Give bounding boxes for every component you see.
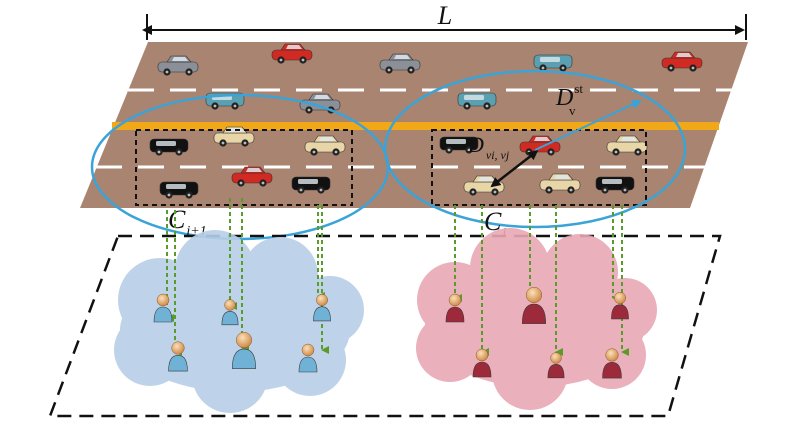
vehicle-icon — [457, 92, 497, 110]
vehicle-icon — [595, 176, 635, 194]
vehicle-icon — [159, 181, 199, 199]
vehicle-icon — [533, 54, 573, 72]
user-icon — [602, 348, 622, 379]
vehicle-icon — [271, 43, 313, 64]
users — [153, 286, 629, 379]
user-icon — [611, 292, 629, 320]
vehicle-icon — [539, 173, 581, 194]
user-icon — [153, 293, 173, 323]
social-links — [166, 198, 629, 356]
length-dimension — [142, 14, 747, 40]
cluster-ring-current — [383, 69, 687, 229]
vehicle-icon — [661, 51, 703, 72]
vehicle-icon — [291, 176, 331, 194]
vehicle-icon — [439, 136, 479, 154]
user-icon — [168, 341, 188, 372]
vehicle-group-right — [431, 129, 647, 206]
user-icon — [521, 286, 547, 324]
vehicle-icon — [157, 55, 199, 76]
vehicles — [149, 43, 703, 199]
vehicle-group-left — [135, 129, 353, 206]
user-icon — [445, 293, 465, 323]
user-icon — [231, 331, 257, 369]
vehicle-icon — [304, 135, 346, 156]
user-icon — [221, 299, 239, 326]
length-label: L — [437, 1, 452, 30]
vehicle-icon — [379, 53, 421, 74]
range-arrow — [534, 99, 642, 151]
distance-arrow — [490, 150, 539, 188]
vehicle-icon — [149, 138, 189, 156]
user-icon — [472, 348, 492, 378]
vehicle-icon — [231, 166, 273, 187]
user-icon — [313, 294, 331, 322]
user-icon — [547, 352, 565, 379]
highway — [80, 42, 748, 208]
social-community-cloud-left — [114, 230, 364, 413]
vehicle-icon — [606, 135, 648, 156]
user-icon — [298, 343, 318, 373]
